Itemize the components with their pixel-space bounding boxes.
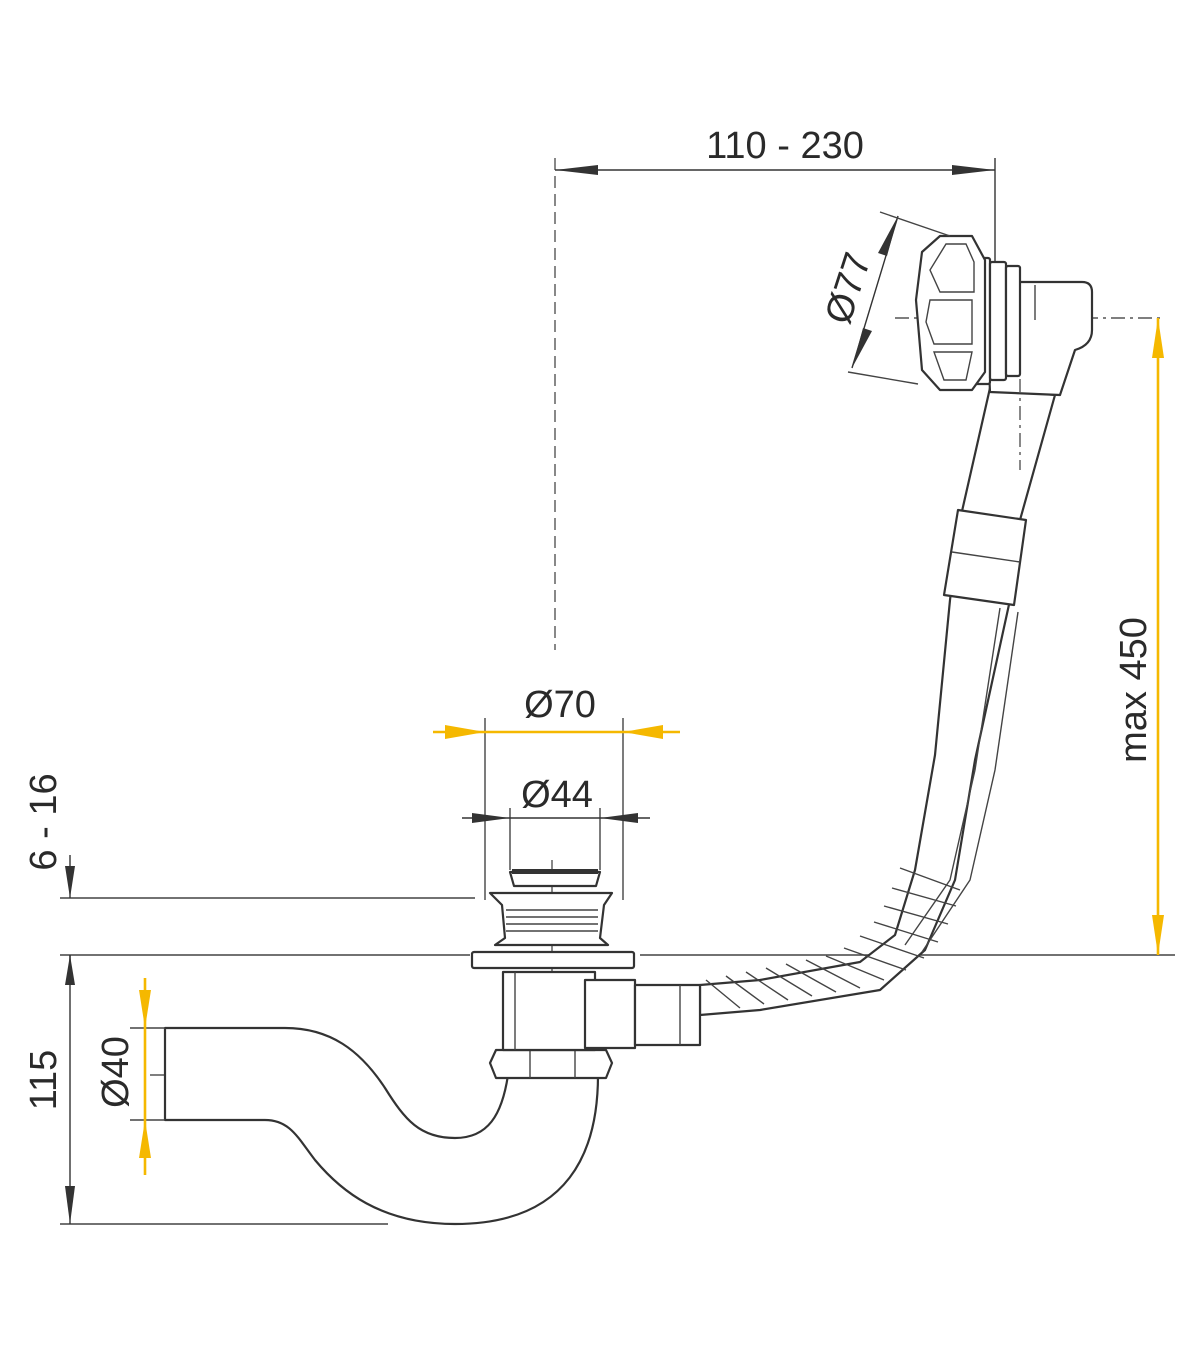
dim-height-to-outlet-label: 115 — [23, 1050, 65, 1111]
dim-waste-outer-diameter-label: Ø70 — [524, 684, 596, 726]
dim-waste-inner-diameter: Ø44 — [462, 774, 650, 870]
dim-outlet-diameter-label: Ø40 — [95, 1036, 137, 1108]
overflow-branch-socket — [583, 978, 637, 1050]
hose-sleeve-ring — [951, 551, 1021, 563]
waste-flange — [470, 950, 636, 970]
waste-plug — [508, 870, 602, 888]
dim-waste-inner-diameter-label: Ø44 — [521, 774, 593, 816]
waste-threaded-body — [488, 891, 614, 947]
waste-threads — [506, 909, 598, 932]
overflow-branch-pipe — [633, 983, 702, 1047]
flexible-hose — [698, 386, 1057, 1017]
trap-nut — [488, 1048, 614, 1080]
corrugated-hose-section — [705, 867, 961, 1009]
dim-outlet-diameter: Ø40 — [95, 978, 165, 1175]
dim-horizontal-reach: 110 - 230 — [555, 125, 996, 262]
dim-horizontal-reach-label: 110 - 230 — [706, 125, 864, 167]
overflow-ring-3 — [1004, 264, 1022, 378]
dim-overflow-height: max 450 — [1113, 318, 1164, 955]
hose-inner-line-2 — [921, 611, 1019, 953]
dim-flange-thickness: 6 - 16 — [23, 773, 75, 985]
overflow-assembly — [698, 234, 1094, 1017]
dim-flange-thickness-label: 6 - 16 — [23, 773, 65, 870]
waste-trap-assembly — [163, 869, 702, 1226]
hose-inner-line — [904, 607, 1001, 946]
dim-waste-outer-diameter: Ø70 — [433, 684, 680, 900]
overflow-cap — [914, 234, 987, 392]
waste-body — [501, 970, 597, 1052]
overflow-ring-2 — [988, 260, 1008, 382]
overflow-cap-facets — [925, 243, 975, 381]
dim-height-to-outlet: 115 — [23, 955, 75, 1224]
waste-plug-top — [512, 869, 598, 874]
s-trap-pipe — [163, 1026, 600, 1226]
dim-overflow-diameter-label: Ø77 — [818, 248, 880, 329]
dim-overflow-height-label: max 450 — [1113, 617, 1155, 763]
